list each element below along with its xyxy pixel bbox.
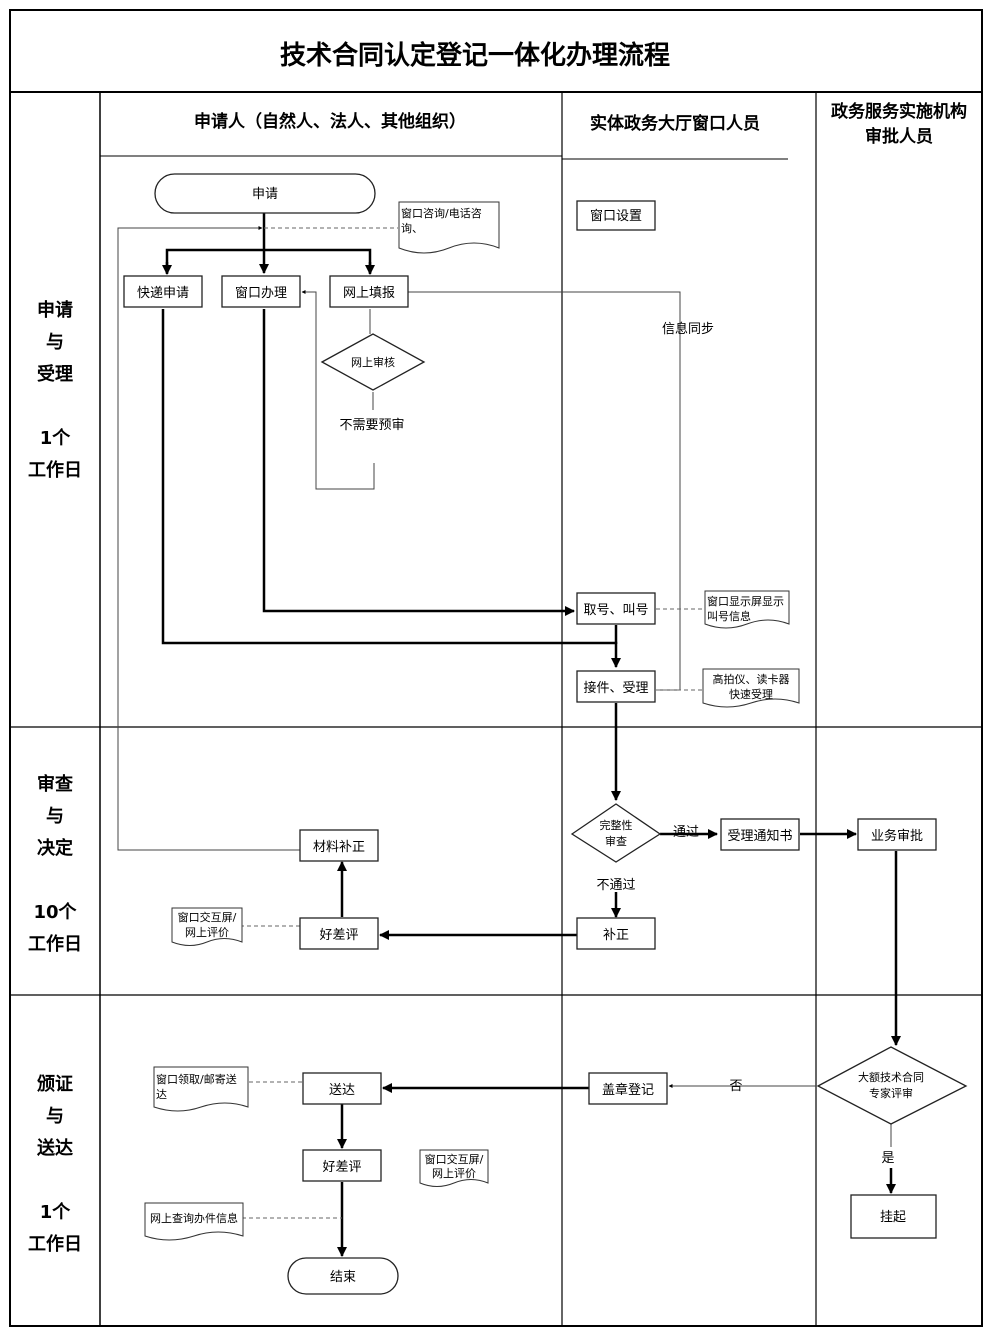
phase-delivery: 颁证 与 送达 1个 工作日 [28,1074,82,1255]
phase-label-line: 受理 [37,363,73,385]
grid-lines [9,9,983,1327]
node-express-apply-label: 快递申请 [137,286,189,301]
node-suspend-label: 挂起 [880,1210,906,1225]
page-title: 技术合同认定登记一体化办理流程 [280,40,670,71]
note-window-consult-line: 询、 [401,222,423,235]
node-rating-review-label: 好差评 [319,928,358,943]
label-fail: 不通过 [596,878,635,893]
label-yes: 是 [881,1151,894,1166]
node-receive-accept[interactable]: 接件、受理 [576,670,656,703]
phase-duration: 工作日 [28,933,82,955]
node-receive-accept-label: 接件、受理 [583,680,648,696]
node-window-handle-label: 窗口办理 [235,285,287,301]
node-end[interactable]: 结束 [287,1257,399,1295]
phase-label-line: 颁证 [37,1074,73,1095]
node-delivery[interactable]: 送达 [302,1072,382,1105]
note-window-consult-line: 窗口咨询/电话咨 [401,206,482,220]
node-suspend[interactable]: 挂起 [850,1194,937,1239]
note-interactive-screen-2-line: 网上评价 [432,1167,476,1180]
phase-label-line: 申请 [37,299,73,321]
node-express-apply[interactable]: 快递申请 [123,275,203,308]
note-online-query: 网上查询办件信息 [144,1202,244,1241]
note-interactive-screen-2: 窗口交互屏/ 网上评价 [419,1149,489,1187]
node-rating-delivery-label: 好差评 [322,1160,361,1175]
node-supplement-label: 补正 [603,928,629,943]
note-online-query-line: 网上查询办件信息 [150,1211,238,1225]
note-pickup-mail-line: 达 [156,1088,167,1101]
node-acceptance-notice-label: 受理通知书 [727,828,792,844]
node-rating-review[interactable]: 好差评 [299,917,379,950]
phase-label-line: 与 [46,1106,64,1127]
node-window-handle[interactable]: 窗口办理 [221,275,301,308]
node-apply[interactable]: 申请 [154,173,376,214]
lane-header-applicant: 申请人（自然人、法人、其他组织） [194,111,466,132]
node-completeness-check[interactable]: 完整性 审查 [570,803,662,863]
node-supplement[interactable]: 补正 [576,917,656,950]
node-online-review-label: 网上审核 [351,355,395,369]
node-business-approval[interactable]: 业务审批 [857,818,937,851]
note-screen-display: 窗口显示屏显示 叫号信息 [704,590,790,629]
node-end-label: 结束 [330,1270,356,1285]
node-rating-delivery[interactable]: 好差评 [302,1149,382,1182]
note-screen-display-line: 叫号信息 [707,609,751,623]
phase-label-line: 决定 [37,837,73,859]
note-interactive-screen-1-line: 窗口交互屏/ [178,910,237,924]
phase-duration: 10个 [33,901,77,923]
node-window-setup-label: 窗口设置 [590,208,642,224]
node-large-contract-review-label: 大额技术合同 [858,1070,924,1084]
node-stamp-register[interactable]: 盖章登记 [588,1072,668,1105]
note-interactive-screen-2-line: 窗口交互屏/ [425,1152,484,1166]
node-apply-label: 申请 [252,187,278,202]
node-material-correction[interactable]: 材料补正 [299,829,379,862]
phase-duration: 1个 [40,1201,72,1223]
label-no: 否 [729,1079,742,1094]
node-window-setup[interactable]: 窗口设置 [576,200,656,231]
lane-header-window-staff: 实体政务大厅窗口人员 [590,113,760,134]
node-delivery-label: 送达 [329,1083,355,1098]
node-take-number[interactable]: 取号、叫号 [576,592,656,625]
phase-duration: 工作日 [28,459,82,481]
note-screen-display-line: 窗口显示屏显示 [707,594,784,608]
node-stamp-register-label: 盖章登记 [602,1082,654,1098]
note-pickup-mail: 窗口领取/邮寄送 达 [153,1066,249,1112]
phase-application: 申请 与 受理 1个 工作日 [28,299,82,481]
note-scanner-line: 高拍仪、读卡器 [713,672,790,686]
node-completeness-check-label: 审查 [605,834,627,848]
phase-review: 审查 与 决定 10个 工作日 [28,773,82,955]
node-online-fill-label: 网上填报 [343,286,395,301]
phase-label-line: 与 [46,806,64,827]
label-info-sync: 信息同步 [662,321,714,337]
node-online-review[interactable]: 网上审核 [320,333,426,391]
note-scanner: 高拍仪、读卡器 快速受理 [702,668,800,708]
node-completeness-check-label: 完整性 [600,818,633,832]
node-material-correction-label: 材料补正 [313,840,365,855]
node-online-fill[interactable]: 网上填报 [329,275,409,308]
note-interactive-screen-1-line: 网上评价 [185,926,229,939]
note-window-consult: 窗口咨询/电话咨 询、 [398,201,500,254]
note-scanner-line: 快速受理 [729,688,773,701]
node-take-number-label: 取号、叫号 [583,603,648,618]
lane-header-approver-line1: 政务服务实施机构 [831,101,967,122]
phase-label-line: 审查 [37,773,73,795]
connectors [117,213,901,1257]
note-pickup-mail-line: 窗口领取/邮寄送 [156,1072,237,1086]
phase-duration: 工作日 [28,1233,82,1255]
phase-label-line: 与 [46,332,64,353]
node-business-approval-label: 业务审批 [871,828,923,844]
label-pass: 通过 [673,825,699,840]
node-large-contract-review[interactable]: 大额技术合同 专家评审 [816,1046,968,1125]
node-large-contract-review-label: 专家评审 [869,1086,913,1100]
phase-duration: 1个 [40,427,72,449]
note-interactive-screen-1: 窗口交互屏/ 网上评价 [171,907,243,946]
node-acceptance-notice[interactable]: 受理通知书 [720,818,800,851]
phase-label-line: 送达 [36,1137,73,1159]
lane-header-approver-line2: 审批人员 [865,126,933,147]
label-no-prereview: 不需要预审 [339,418,404,433]
